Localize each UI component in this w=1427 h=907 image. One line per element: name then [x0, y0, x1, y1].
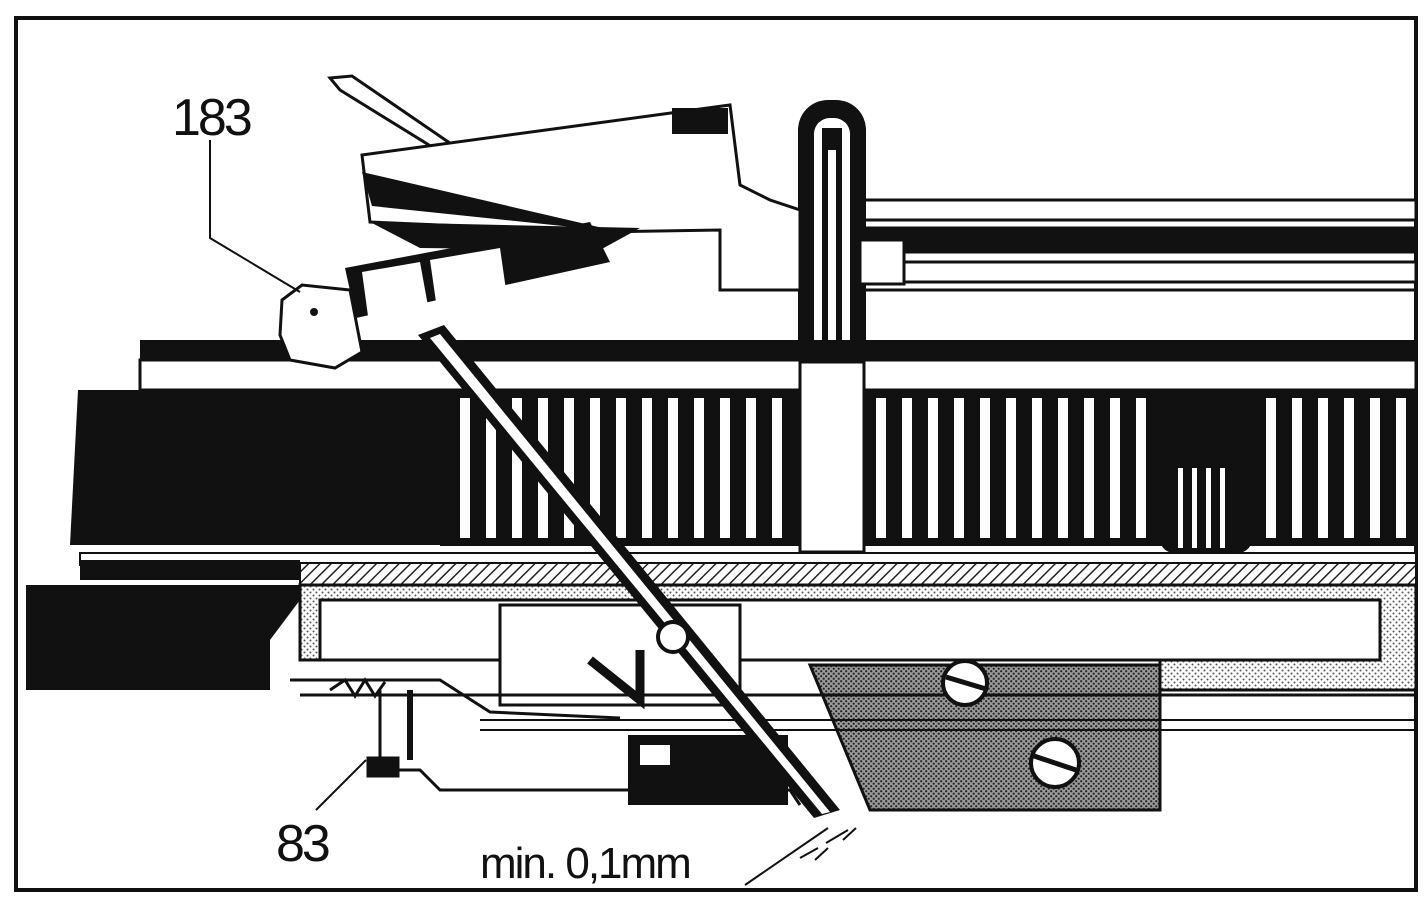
- spring-lever-assembly: [290, 677, 802, 806]
- needle-slot: [1370, 398, 1380, 538]
- needle-slot: [512, 398, 522, 538]
- needle-slot: [642, 398, 652, 538]
- needle-slot: [928, 398, 938, 538]
- needle-slot: [564, 398, 574, 538]
- needle-slot: [1032, 398, 1042, 538]
- lower-bed: [26, 552, 1418, 812]
- needle-slot: [720, 398, 730, 538]
- needle-slot: [590, 398, 600, 538]
- leader-lines: [209, 140, 857, 886]
- needle-slot: [1058, 398, 1068, 538]
- needle-slot: [668, 398, 678, 538]
- needle-slot: [460, 398, 470, 538]
- carriage-head: [278, 74, 906, 370]
- needle-slot: [954, 398, 964, 538]
- needle-slot: [980, 398, 990, 538]
- latch-arm: [418, 325, 840, 818]
- needle-slot: [694, 398, 704, 538]
- needle-slot: [1396, 398, 1406, 538]
- needle-slot: [1006, 398, 1016, 538]
- needle-slot: [772, 398, 782, 538]
- needle-slot: [1266, 398, 1276, 538]
- needle-bed: [70, 340, 1418, 554]
- needle-slot: [1136, 398, 1146, 538]
- label-part-83: 83: [276, 815, 331, 873]
- needle-slot: [1084, 398, 1094, 538]
- needle-slot: [1344, 398, 1354, 538]
- needle-slot: [1110, 398, 1120, 538]
- needle-slot: [1292, 398, 1302, 538]
- needle-slot: [616, 398, 626, 538]
- needle-slot: [486, 398, 496, 538]
- carriage-rails: [858, 198, 1418, 292]
- label-part-183: 183: [172, 89, 253, 147]
- needle-slot: [746, 398, 756, 538]
- label-clearance: min. 0,1mm: [480, 839, 692, 888]
- needle-slot: [876, 398, 886, 538]
- needle-slot: [902, 398, 912, 538]
- needle-slot: [1318, 398, 1328, 538]
